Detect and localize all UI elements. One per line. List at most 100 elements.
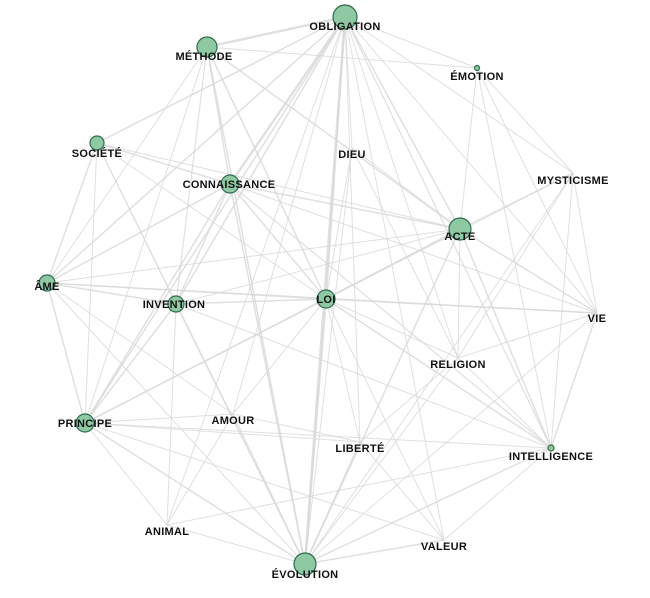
node-label-vie: VIE [588,313,607,325]
node-label-liberte: LIBERTÉ [335,442,384,455]
graph-edge-ame-societe [46,142,98,284]
graph-edge-evolution-valeur [304,539,445,565]
node-label-evolution: ÉVOLUTION [272,568,339,581]
graph-edge-evolution-animal [166,524,306,565]
graph-edge-obligation-amour [232,16,346,415]
graph-edge-obligation-valeur [344,16,445,541]
graph-edge-acte-connaissance [229,183,461,230]
graph-edge-vie-emotion [476,67,598,314]
graph-node-intelligence [547,444,555,452]
graph-edge-principe-societe [84,142,98,424]
graph-edge-evolution-connaissance [229,183,306,565]
graph-edge-evolution-religion [304,357,459,565]
node-label-societe: SOCIÉTÉ [72,147,122,160]
graph-edge-evolution-liberte [304,441,361,565]
node-label-loi: LOI [316,294,335,306]
graph-edge-connaissance-invention [175,183,231,305]
graph-edge-invention-ame [46,282,177,305]
graph-edge-religion-mysticisme [457,172,574,359]
graph-node-connaissance [220,174,240,194]
graph-edge-principe-methode [84,46,208,424]
graph-edge-invention-methode [175,46,208,305]
nodes-layer [38,4,555,576]
graph-edge-amour-animal [166,413,234,526]
graph-edge-acte-intelligence [459,228,552,449]
graph-edge-evolution-vie [304,312,598,565]
node-label-invention: INVENTION [143,299,206,311]
graph-edge-ame-methode [46,46,208,284]
graph-edge-evolution-mysticisme [304,172,574,565]
graph-edge-acte-vie [459,228,598,314]
graph-edge-loi-liberte [325,298,361,443]
graph-node-evolution [293,552,317,576]
graph-node-emotion [473,64,481,72]
graph-edge-connaissance-ame [46,183,231,284]
graph-node-loi [316,289,336,309]
graph-edge-invention-principe [84,303,177,424]
graph-node-societe [89,135,105,151]
graph-edge-principe-animal [84,422,168,526]
graph-edge-evolution-loi [304,298,327,565]
graph-edge-evolution-intelligence [304,447,552,565]
graph-edge-acte-societe [96,142,461,230]
graph-edge-loi-valeur [325,298,445,541]
graph-edge-obligation-liberte [344,16,361,443]
node-label-animal: ANIMAL [145,526,190,538]
node-label-principe: PRINCIPE [58,418,112,430]
edges-layer [46,15,598,565]
graph-node-methode [196,36,218,58]
graph-edge-obligation-emotion [344,16,478,69]
graph-edge-acte-mysticisme [459,172,574,230]
graph-edge-acte-principe [84,228,461,424]
graph-edge-intelligence-vie [550,312,598,449]
graph-edge-principe-intelligence [84,422,552,449]
node-label-acte: ACTE [444,231,475,243]
graph-edge-emotion-methode [206,46,478,69]
graph-node-principe [75,413,95,433]
node-label-valeur: VALEUR [421,541,467,553]
graph-edge-intelligence-mysticisme [550,172,574,449]
node-label-intelligence: INTELLIGENCE [509,451,593,463]
graph-edge-obligation-animal [166,16,346,526]
graph-edge-loi-intelligence [325,298,552,449]
graph-edge-acte-invention [175,228,461,305]
graph-node-obligation [332,4,358,30]
node-label-amour: AMOUR [211,415,254,427]
graph-edge-religion-liberte [359,357,459,443]
node-label-ame: ÂME [34,280,59,293]
graph-edge-evolution-amour [232,413,306,565]
graph-edge-acte-religion [457,228,461,359]
graph-edge-connaissance-societe [96,142,231,185]
graph-edge-obligation-societe [96,16,346,144]
graph-node-acte [448,217,472,241]
graph-edge-acte-methode [206,46,461,230]
graph-node-invention [167,295,185,313]
graph-edge-loi-mysticisme [325,172,574,300]
graph-edge-obligation-connaissance [228,16,347,185]
graph-edge-intelligence-religion [457,357,552,449]
graph-edge-evolution-principe [84,422,306,565]
graph-node-ame [38,274,56,292]
graph-edge-invention-animal [166,303,177,526]
graph-edge-connaissance-intelligence [229,183,552,449]
graph-edge-invention-societe [96,142,177,305]
node-label-connaissance: CONNAISSANCE [183,179,276,191]
graph-edge-liberte-valeur [359,441,445,541]
graph-edge-loi-connaissance [229,183,327,300]
graph-edge-acte-dieu [351,147,461,230]
graph-edge-loi-amour [232,298,327,415]
graph-edge-invention-intelligence [175,303,552,449]
graph-edge-obligation-principe [84,16,346,424]
graph-edge-evolution-dieu [304,147,353,565]
graph-edge-loi-societe [96,142,327,300]
node-label-religion: RELIGION [430,359,486,371]
graph-edge-obligation-mysticisme [344,16,574,174]
graph-edge-loi-religion [325,298,459,359]
graph-edge-intelligence-valeur [443,447,552,541]
graph-edge-obligation-acte [344,16,461,230]
graph-edge-loi-dieu [325,147,353,300]
graph-edge-loi-methode [206,46,327,300]
node-label-mysticisme: MYSTICISME [537,175,608,187]
